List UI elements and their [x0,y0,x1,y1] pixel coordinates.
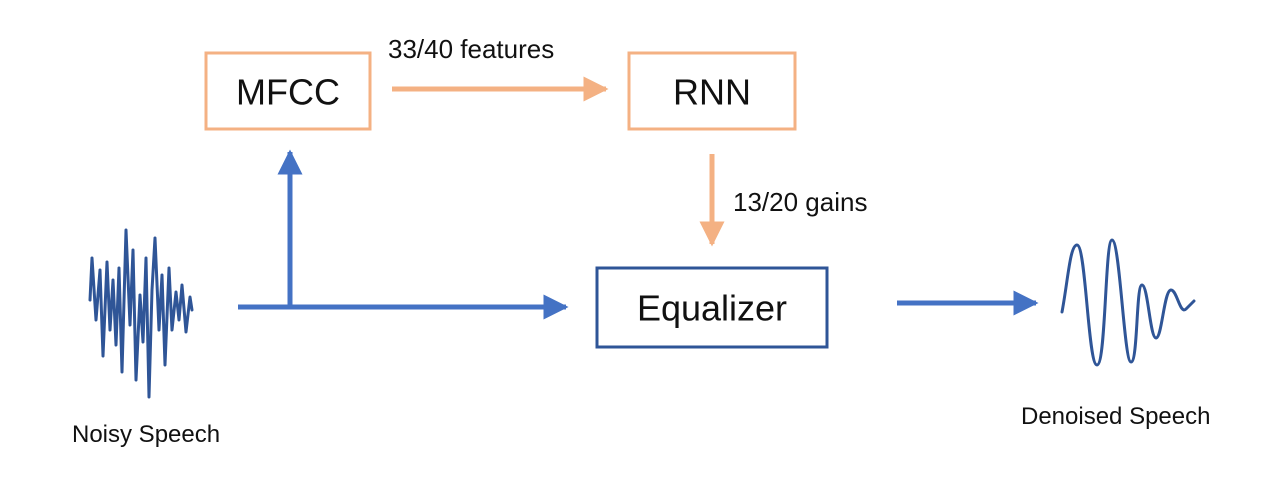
noisy-waveform-icon [88,228,194,399]
equalizer-node: Equalizer [595,266,829,349]
gains-edge-label: 13/20 gains [733,187,867,217]
rnn-label: RNN [673,72,751,113]
rnn-node: RNN [627,51,797,131]
noisy-speech-caption: Noisy Speech [72,421,220,448]
denoised-speech-caption: Denoised Speech [1021,403,1210,430]
features-edge-label: 33/40 features [388,34,554,64]
denoised-waveform-icon [1060,238,1196,367]
mfcc-node: MFCC [204,51,372,131]
mfcc-label: MFCC [236,72,340,113]
equalizer-label: Equalizer [637,288,787,329]
